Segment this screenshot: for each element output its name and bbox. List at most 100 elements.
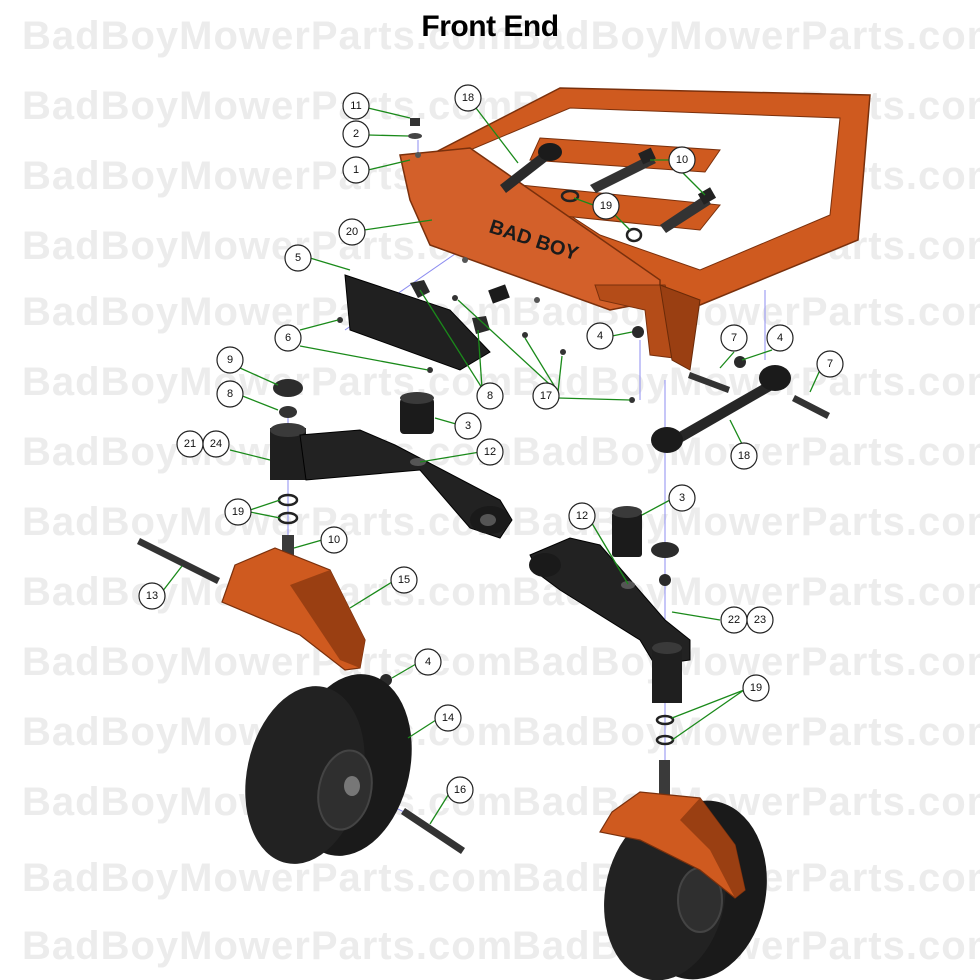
svg-text:12: 12 <box>484 446 496 458</box>
callout-24: 24 <box>202 430 230 458</box>
callout-21: 21 <box>176 430 204 458</box>
bolt-7b <box>792 395 830 419</box>
callout-19-right: 19 <box>742 674 770 702</box>
callout-19-upper: 19 <box>592 192 620 220</box>
dust-cap-9 <box>273 379 303 397</box>
diagram-title: Front End <box>421 10 559 43</box>
dust-cap-9b <box>651 542 679 558</box>
callout-17: 17 <box>532 382 560 410</box>
nut-4b <box>734 356 746 368</box>
nut-8b <box>472 316 490 334</box>
svg-text:5: 5 <box>295 252 301 264</box>
svg-text:11: 11 <box>350 100 361 112</box>
nut-8c <box>659 574 671 586</box>
svg-text:19: 19 <box>232 506 244 518</box>
svg-text:8: 8 <box>227 388 233 400</box>
callout-23: 23 <box>746 606 774 634</box>
svg-text:18: 18 <box>738 450 750 462</box>
caster-stem-right <box>659 760 670 810</box>
callout-3-right: 3 <box>668 484 696 512</box>
right-caster-arm <box>529 537 691 703</box>
callout-18-lower: 18 <box>730 442 758 470</box>
bolt-17c <box>560 349 566 355</box>
svg-text:10: 10 <box>676 154 688 166</box>
washer-19-upper <box>560 189 580 203</box>
svg-text:16: 16 <box>454 784 466 796</box>
svg-text:14: 14 <box>442 712 454 724</box>
svg-text:8: 8 <box>487 390 493 402</box>
svg-text:22: 22 <box>728 614 740 626</box>
callout-15: 15 <box>390 566 418 594</box>
svg-text:20: 20 <box>346 226 358 238</box>
bolt-10-lower <box>660 195 711 233</box>
svg-text:19: 19 <box>750 682 762 694</box>
callout-7-right: 7 <box>816 350 844 378</box>
svg-text:3: 3 <box>679 492 685 504</box>
callout-8-center: 8 <box>476 382 504 410</box>
mower-frame: BAD BOY <box>399 87 871 371</box>
callout-8-left: 8 <box>216 380 244 408</box>
washer-19-right-a <box>655 714 675 726</box>
axle-16 <box>401 808 465 854</box>
callout-7-left: 7 <box>720 324 748 352</box>
callout-18-upper: 18 <box>454 84 482 112</box>
washer-2 <box>408 133 422 139</box>
callout-20: 20 <box>338 218 366 246</box>
tie-rod-18-lower <box>665 380 776 448</box>
svg-text:9: 9 <box>227 354 233 366</box>
svg-text:2: 2 <box>353 128 359 140</box>
svg-text:18: 18 <box>462 92 474 104</box>
nut-8a <box>410 280 430 298</box>
nut-8-arm <box>279 406 297 418</box>
bolt-17a <box>452 295 458 301</box>
top-bolts <box>408 118 717 243</box>
svg-text:4: 4 <box>777 332 783 344</box>
callout-12-right: 12 <box>568 502 596 530</box>
callout-9: 9 <box>216 346 244 374</box>
callout-5: 5 <box>284 244 312 272</box>
left-caster-wheel <box>245 674 412 864</box>
svg-text:4: 4 <box>597 330 603 342</box>
callout-14: 14 <box>434 704 462 732</box>
bumper-3a <box>400 398 434 434</box>
svg-text:4: 4 <box>425 656 431 668</box>
svg-text:21: 21 <box>184 438 196 450</box>
callout-4-lower: 4 <box>414 648 442 676</box>
svg-text:10: 10 <box>328 534 340 546</box>
callout-2: 2 <box>342 120 370 148</box>
callout-10-upper: 10 <box>668 146 696 174</box>
svg-text:7: 7 <box>827 358 833 370</box>
svg-text:15: 15 <box>398 574 410 586</box>
callout-4-right: 4 <box>766 324 794 352</box>
callout-10-lower: 10 <box>320 526 348 554</box>
left-caster-arm <box>270 423 513 539</box>
frame-bracket-leg <box>659 284 701 371</box>
svg-text:13: 13 <box>146 590 158 602</box>
wear-strip <box>344 274 491 371</box>
callout-4-upper: 4 <box>586 322 614 350</box>
svg-text:3: 3 <box>465 420 471 432</box>
tie-rod-18-upper <box>500 150 551 193</box>
bolt-17b <box>522 332 528 338</box>
svg-text:1: 1 <box>353 164 359 176</box>
axle-13 <box>137 538 220 584</box>
svg-text:7: 7 <box>731 332 737 344</box>
bolt-7a <box>688 372 730 393</box>
washer-19-lower <box>625 227 643 243</box>
callout-22: 22 <box>720 606 748 634</box>
svg-text:6: 6 <box>285 332 291 344</box>
svg-text:12: 12 <box>576 510 588 522</box>
callout-6: 6 <box>274 324 302 352</box>
svg-text:23: 23 <box>754 614 766 626</box>
bolt-10-upper <box>590 155 656 193</box>
callout-16: 16 <box>446 776 474 804</box>
bolt-17d <box>629 397 635 403</box>
nut-4a <box>632 326 644 338</box>
screw-6b <box>427 367 433 373</box>
callout-3-left: 3 <box>454 412 482 440</box>
callout-1: 1 <box>342 156 370 184</box>
svg-text:17: 17 <box>540 390 552 402</box>
svg-text:19: 19 <box>600 200 612 212</box>
leader-lines <box>161 107 821 825</box>
